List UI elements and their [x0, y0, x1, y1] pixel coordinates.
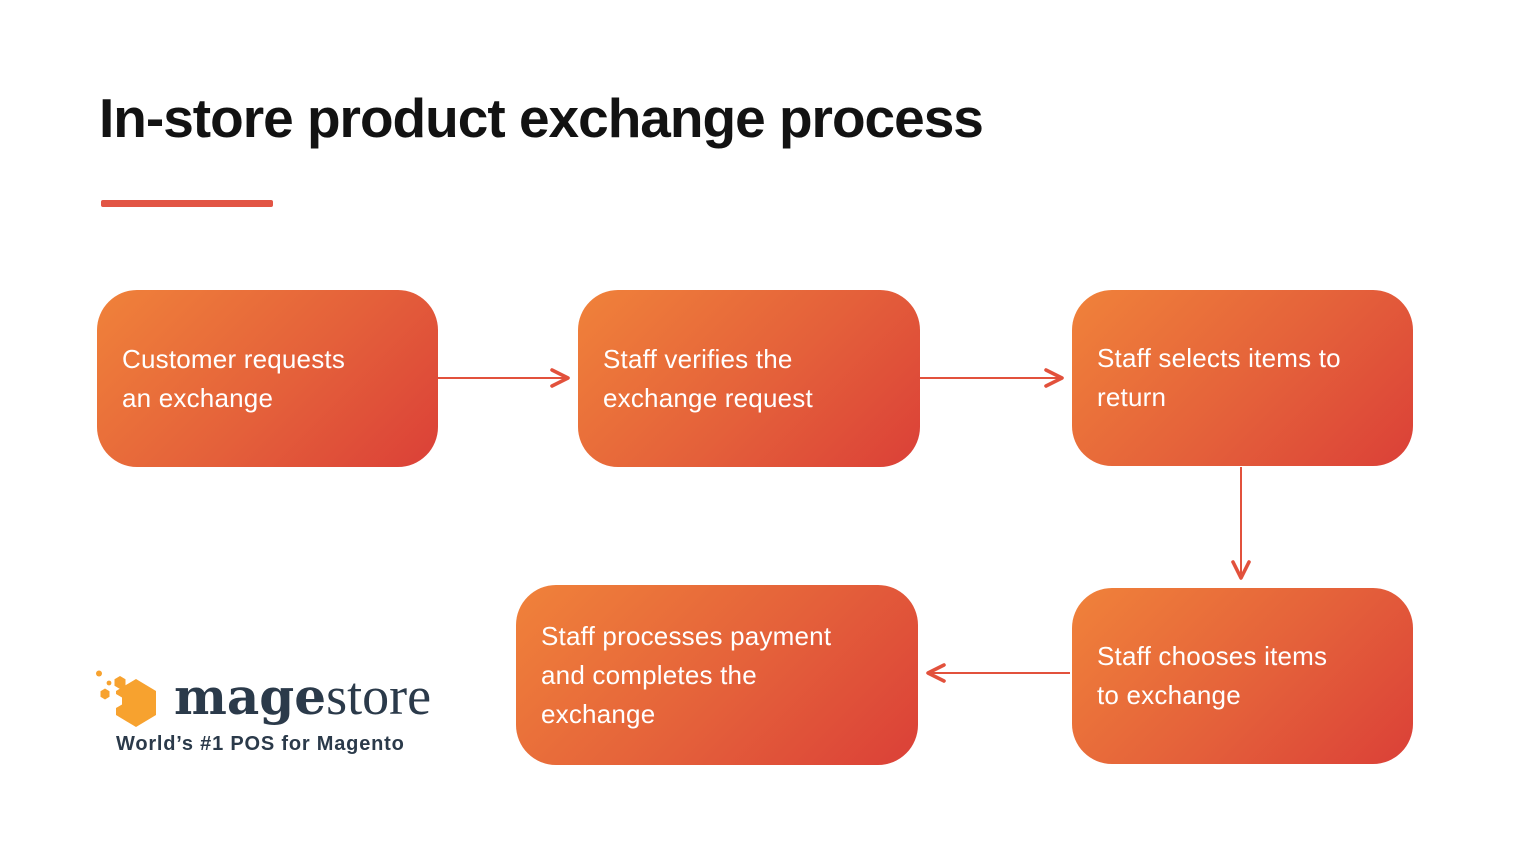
flow-node-text-line: Customer requests: [122, 343, 346, 374]
flow-node-text-line: exchange: [541, 698, 656, 729]
flow-node-text-line: an exchange: [122, 382, 274, 413]
flow-node-text-line: Staff chooses items: [1097, 641, 1328, 671]
page-title: In-store product exchange process: [99, 87, 984, 149]
magestore-hexagon-icon: [96, 670, 156, 727]
hexagon-notch: [110, 694, 122, 708]
logo-tagline: World’s #1 POS for Magento: [116, 733, 405, 755]
flow-node-text-line: Staff selects items to: [1097, 343, 1341, 373]
flow-node-text-line: Staff processes payment: [541, 620, 832, 651]
magestore-wordmark: magestore: [174, 668, 431, 725]
flow-node-text-line: return: [1097, 382, 1167, 412]
small-dot: [106, 680, 112, 686]
title-underline: [101, 200, 273, 207]
small-hexagon: [100, 688, 110, 700]
flow-node-text-line: to exchange: [1097, 680, 1241, 710]
small-dot: [96, 670, 102, 677]
small-hexagon: [114, 676, 126, 689]
hexagon-shape: [116, 679, 156, 727]
flow-node-customer-request: Customer requests an exchange: [97, 290, 438, 467]
flow-node-text-line: Staff verifies the: [603, 343, 793, 374]
flow-node-verify-request: Staff verifies the exchange request: [578, 290, 920, 467]
flow-node-choose-exchange-items: Staff chooses items to exchange: [1072, 588, 1413, 764]
flow-node-process-payment: Staff processes payment and completes th…: [516, 585, 918, 765]
wordmark-store: store: [326, 666, 432, 726]
wordmark-mage: mage: [174, 667, 327, 726]
flow-node-text-line: exchange request: [603, 382, 813, 413]
flow-node-select-return-items: Staff selects items to return: [1072, 290, 1413, 466]
flow-node-text-line: and completes the: [541, 659, 757, 690]
